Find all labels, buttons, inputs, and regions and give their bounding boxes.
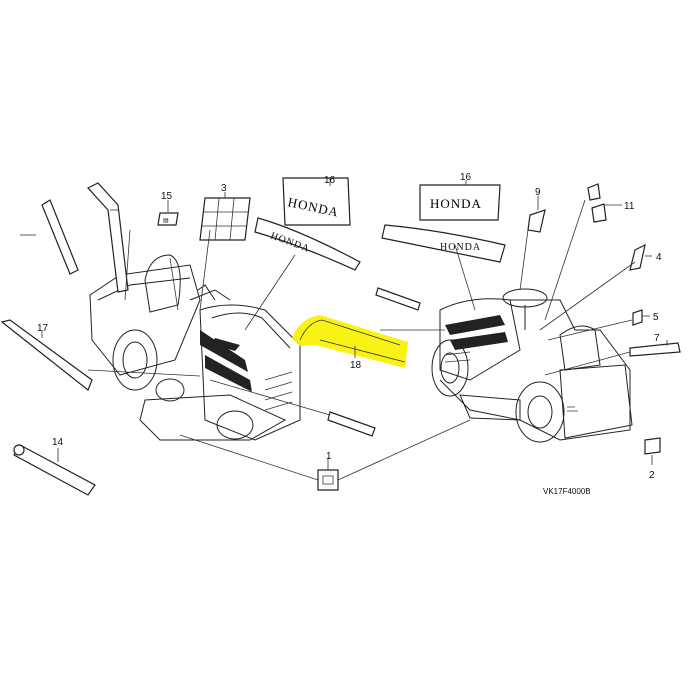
callout-numbers: 1 2 3 4 5 7 9 11 14 15 16 16 17 18 xyxy=(37,172,662,481)
hood-stripe-right xyxy=(381,224,506,263)
callout-17: 17 xyxy=(37,323,49,334)
part-7-lever xyxy=(629,342,681,357)
part-17-strip xyxy=(0,319,93,391)
svg-text:▤: ▤ xyxy=(163,218,169,224)
callout-9: 9 xyxy=(535,187,541,198)
callout-1: 1 xyxy=(326,451,332,462)
part-5-knob xyxy=(632,309,643,326)
callout-4: 4 xyxy=(656,252,662,263)
honda-decal-right-text: HONDA xyxy=(430,196,482,211)
part-11-b xyxy=(591,203,607,223)
honda-decal-left: HONDA xyxy=(282,177,351,226)
callout-16-left: 16 xyxy=(324,175,336,186)
part-11-a xyxy=(587,183,601,201)
left-tractor-illustration xyxy=(89,254,301,441)
part-3-label-grid xyxy=(199,197,251,241)
callout-14: 14 xyxy=(52,437,64,448)
callout-2: 2 xyxy=(649,470,655,481)
part-14-pin xyxy=(13,444,96,496)
drawing-code: VK17F4000B xyxy=(543,487,591,496)
part-2-tag xyxy=(644,437,661,455)
callout-16-right: 16 xyxy=(460,172,472,183)
callout-7: 7 xyxy=(654,333,660,344)
part-9-clip xyxy=(527,209,546,233)
callout-5: 5 xyxy=(653,312,659,323)
hood-stripe-left xyxy=(254,217,361,271)
right-tractor-illustration xyxy=(431,288,633,443)
handle-trim xyxy=(87,182,129,293)
callout-3: 3 xyxy=(221,183,227,194)
part-15-decal xyxy=(157,212,179,226)
callout-18: 18 xyxy=(350,360,362,371)
honda-decal-right: HONDA xyxy=(419,184,501,221)
part-1-plate xyxy=(317,469,339,491)
callout-11: 11 xyxy=(624,201,635,212)
part-4-clip xyxy=(629,243,646,271)
callout-15: 15 xyxy=(161,191,173,202)
part-18-highlighted-decal xyxy=(292,315,408,368)
side-trim-strip xyxy=(41,199,79,275)
emblem-strip-mid xyxy=(375,287,421,311)
leader-lines xyxy=(20,178,668,481)
emblem-strip-lower xyxy=(327,411,376,437)
hood-stripe-right-text: HONDA xyxy=(440,242,481,253)
